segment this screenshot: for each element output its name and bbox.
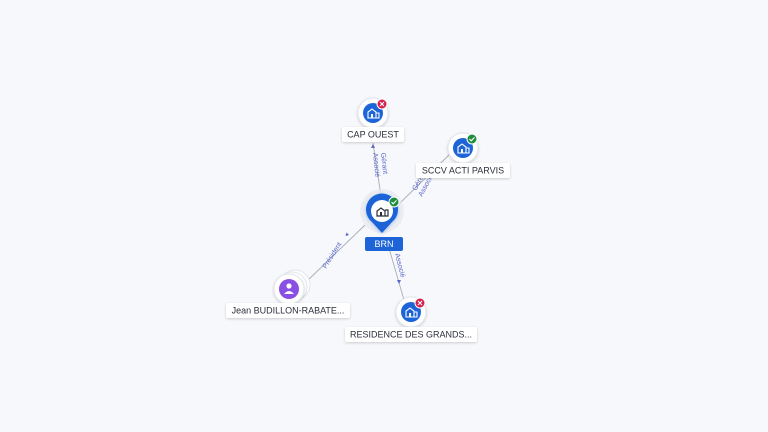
building-icon: [457, 143, 470, 154]
status-active-icon: [466, 133, 478, 145]
edge-line-cap-ouest: [372, 142, 382, 197]
node-sccv-acti-parvis[interactable]: SCCV ACTI PARVIS: [416, 132, 510, 178]
edge-label-jean-1: Président: [322, 241, 344, 270]
edge-label-cap-ouest-1: Gérant: [379, 152, 388, 174]
node-center-brn[interactable]: BRN: [360, 189, 404, 251]
node-label-box: [226, 303, 350, 318]
node-residence-des-grands[interactable]: RESIDENCE DES GRANDS...: [345, 296, 477, 342]
edge-line-residence-des-grands: [388, 247, 405, 301]
node-circle: [279, 279, 299, 299]
node-label: SCCV ACTI PARVIS: [422, 166, 504, 176]
building-icon: [376, 207, 389, 217]
node-label: RESIDENCE DES GRANDS...: [350, 330, 472, 340]
edge-label-cap-ouest-2: Associé: [371, 152, 381, 177]
person-icon: [284, 283, 294, 294]
node-jean-budillon[interactable]: Jean BUDILLON-RABATE...: [226, 269, 350, 318]
status-active-icon: [388, 196, 400, 208]
node-cap-ouest[interactable]: CAP OUEST: [342, 97, 404, 142]
edge-arrow-cap-ouest: [371, 144, 375, 148]
node-label-box: [345, 327, 477, 342]
center-label-box: [365, 237, 403, 251]
node-label-box: [342, 127, 404, 142]
edge-arrow-residence: [397, 280, 401, 284]
building-icon: [367, 108, 380, 119]
center-label: BRN: [374, 239, 393, 249]
edge-label-residence-1: Associé: [393, 253, 406, 279]
node-label-box: [416, 163, 510, 178]
edge-line-sccv-acti-parvis: [396, 151, 453, 207]
edge-arrow-jean: [345, 232, 349, 236]
node-label: Jean BUDILLON-RABATE...: [232, 306, 345, 316]
edge-line-jean-budillon: [304, 224, 366, 284]
building-icon: [405, 307, 418, 318]
node-label: CAP OUEST: [347, 130, 399, 140]
